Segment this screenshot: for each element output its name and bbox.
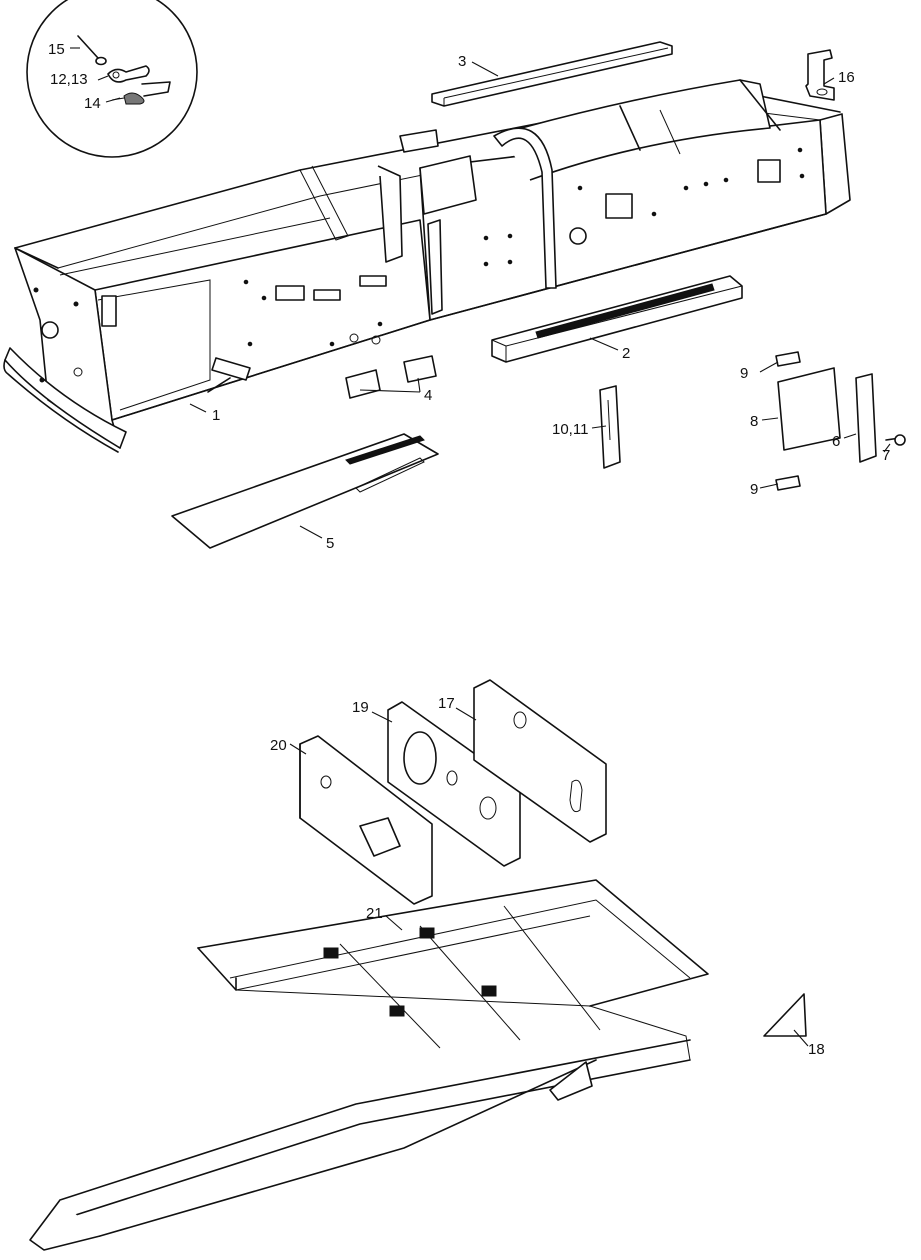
- callout-21: 21: [366, 905, 383, 922]
- part-20-plate: [299, 735, 433, 905]
- part-16-bracket: [805, 49, 835, 101]
- part-21-trailer-frame: [29, 879, 709, 1251]
- part-14-spring: [111, 81, 171, 105]
- callout-14: 14: [84, 95, 101, 112]
- callout-9-top: 9: [740, 365, 748, 382]
- leader-lines: [70, 47, 891, 1047]
- part-3-rail: [431, 41, 673, 107]
- callout-17: 17: [438, 695, 455, 712]
- callout-16: 16: [838, 69, 855, 86]
- callout-9-bottom: 9: [750, 481, 758, 498]
- part-17-plate: [473, 679, 607, 843]
- callout-7: 7: [882, 447, 890, 464]
- callout-6: 6: [832, 433, 840, 450]
- callout-4: 4: [424, 387, 432, 404]
- callout-15: 15: [48, 41, 65, 58]
- callout-10-11: 10,11: [552, 421, 588, 438]
- callout-2: 2: [622, 345, 630, 362]
- parts-6-9-assembly: [775, 351, 906, 491]
- callout-3: 3: [458, 53, 466, 70]
- callout-labels: 15 12,13 14 3 16 1 2 4 5 10,11 9 8 6 7 9…: [48, 41, 890, 1058]
- part-2-tube: [491, 275, 743, 363]
- part-12-13-clip: [107, 65, 150, 83]
- part-5-plate: [171, 433, 439, 549]
- part-1-main-frame: [3, 79, 851, 453]
- callout-12-13: 12,13: [50, 71, 88, 88]
- callout-5: 5: [326, 535, 334, 552]
- part-4-brackets: [345, 355, 437, 399]
- callout-19: 19: [352, 699, 369, 716]
- callout-20: 20: [270, 737, 287, 754]
- part-18-gusset: [763, 993, 807, 1037]
- part-10-11-post: [599, 385, 621, 469]
- callout-8: 8: [750, 413, 758, 430]
- callout-18: 18: [808, 1041, 825, 1058]
- part-15-bolt: [77, 35, 107, 66]
- part-19-plate: [387, 701, 521, 867]
- callout-1: 1: [212, 407, 220, 424]
